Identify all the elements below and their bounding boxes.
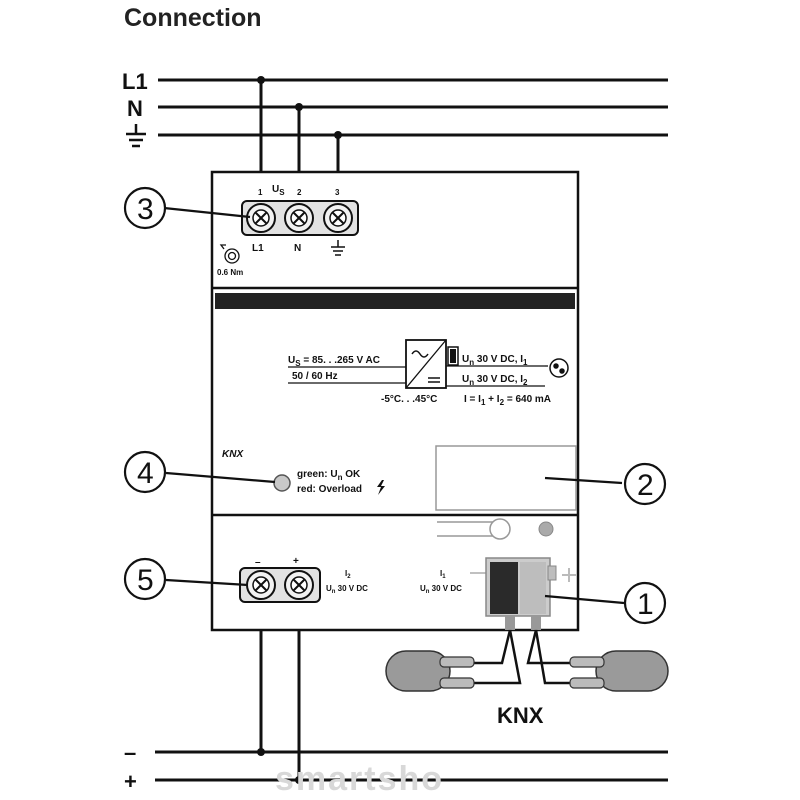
torque-icon bbox=[219, 244, 240, 264]
output-i2-spec: Un 30 V DC bbox=[326, 584, 368, 595]
output-1-spec: Un 30 V DC, I1 bbox=[462, 354, 528, 367]
callout-4 bbox=[123, 450, 167, 494]
terminal-number-3: 3 bbox=[335, 188, 340, 197]
torque-label: 0.6 Nm bbox=[217, 268, 243, 277]
callouts bbox=[123, 186, 667, 625]
dc-output-rails bbox=[155, 630, 668, 782]
page-title: Connection bbox=[124, 4, 262, 32]
status-led bbox=[273, 474, 291, 492]
mains-drops bbox=[259, 80, 340, 172]
callout-1 bbox=[623, 581, 667, 625]
callout-2 bbox=[623, 462, 667, 506]
l1-rail-label: L1 bbox=[122, 69, 148, 94]
knx-cable-left bbox=[385, 650, 475, 692]
callout-5-label: 5 bbox=[137, 564, 154, 597]
callout-3-label: 3 bbox=[137, 193, 154, 226]
led-red-label: red: Overload bbox=[297, 484, 362, 495]
minus-rail-label: – bbox=[124, 740, 136, 765]
frequency-spec: 50 / 60 Hz bbox=[292, 371, 338, 382]
led-green-label: green: Un OK bbox=[297, 469, 361, 482]
terminal-minus-label: – bbox=[255, 557, 261, 568]
knx-logo-small: KNX bbox=[222, 449, 244, 460]
terminal-label-l1: L1 bbox=[252, 243, 264, 254]
programming-button[interactable] bbox=[437, 518, 511, 540]
n-rail-label: N bbox=[127, 96, 143, 121]
watermark: smartsho bbox=[275, 760, 444, 798]
bus-output-icon bbox=[549, 358, 569, 378]
earth-terminal-icon bbox=[331, 240, 345, 256]
callout-3 bbox=[123, 186, 167, 230]
bottom-terminal-screws[interactable] bbox=[246, 570, 314, 600]
top-terminal-screws[interactable] bbox=[246, 203, 353, 233]
mains-rails bbox=[158, 78, 668, 137]
output-2-spec: Un 30 V DC, I2 bbox=[462, 374, 528, 387]
output-i1-spec: Un 30 V DC bbox=[420, 584, 462, 595]
output-i2-label: I2 bbox=[345, 569, 351, 580]
label-bar bbox=[215, 293, 575, 309]
current-spec: I = I1 + I2 = 640 mA bbox=[464, 394, 551, 407]
converter-symbol bbox=[405, 339, 447, 389]
programming-led bbox=[538, 521, 554, 537]
callout-2-label: 2 bbox=[637, 469, 654, 502]
output-i1-label: I1 bbox=[440, 569, 446, 580]
device-housing bbox=[210, 170, 580, 632]
earth-icon bbox=[126, 124, 146, 148]
callout-5 bbox=[123, 557, 167, 601]
terminal-label-n: N bbox=[294, 243, 301, 254]
terminal-number-1: 1 bbox=[258, 188, 263, 197]
knx-bus-label: KNX bbox=[497, 703, 544, 728]
callout-1-label: 1 bbox=[637, 588, 654, 621]
lightning-icon bbox=[377, 480, 385, 495]
plus-rail-label: + bbox=[124, 769, 137, 794]
temperature-spec: -5°C. . .45°C bbox=[381, 394, 437, 405]
knx-bus-connector[interactable] bbox=[470, 557, 576, 630]
spec-block: US = 85. . .265 V AC 50 / 60 Hz Un 30 V … bbox=[288, 339, 569, 407]
knx-cable-right bbox=[569, 650, 669, 692]
us-label: US bbox=[272, 184, 285, 197]
terminal-plus-label: + bbox=[293, 556, 299, 567]
callout-4-label: 4 bbox=[137, 457, 154, 490]
terminal-number-2: 2 bbox=[297, 188, 302, 197]
input-voltage-spec: US = 85. . .265 V AC bbox=[288, 355, 380, 368]
